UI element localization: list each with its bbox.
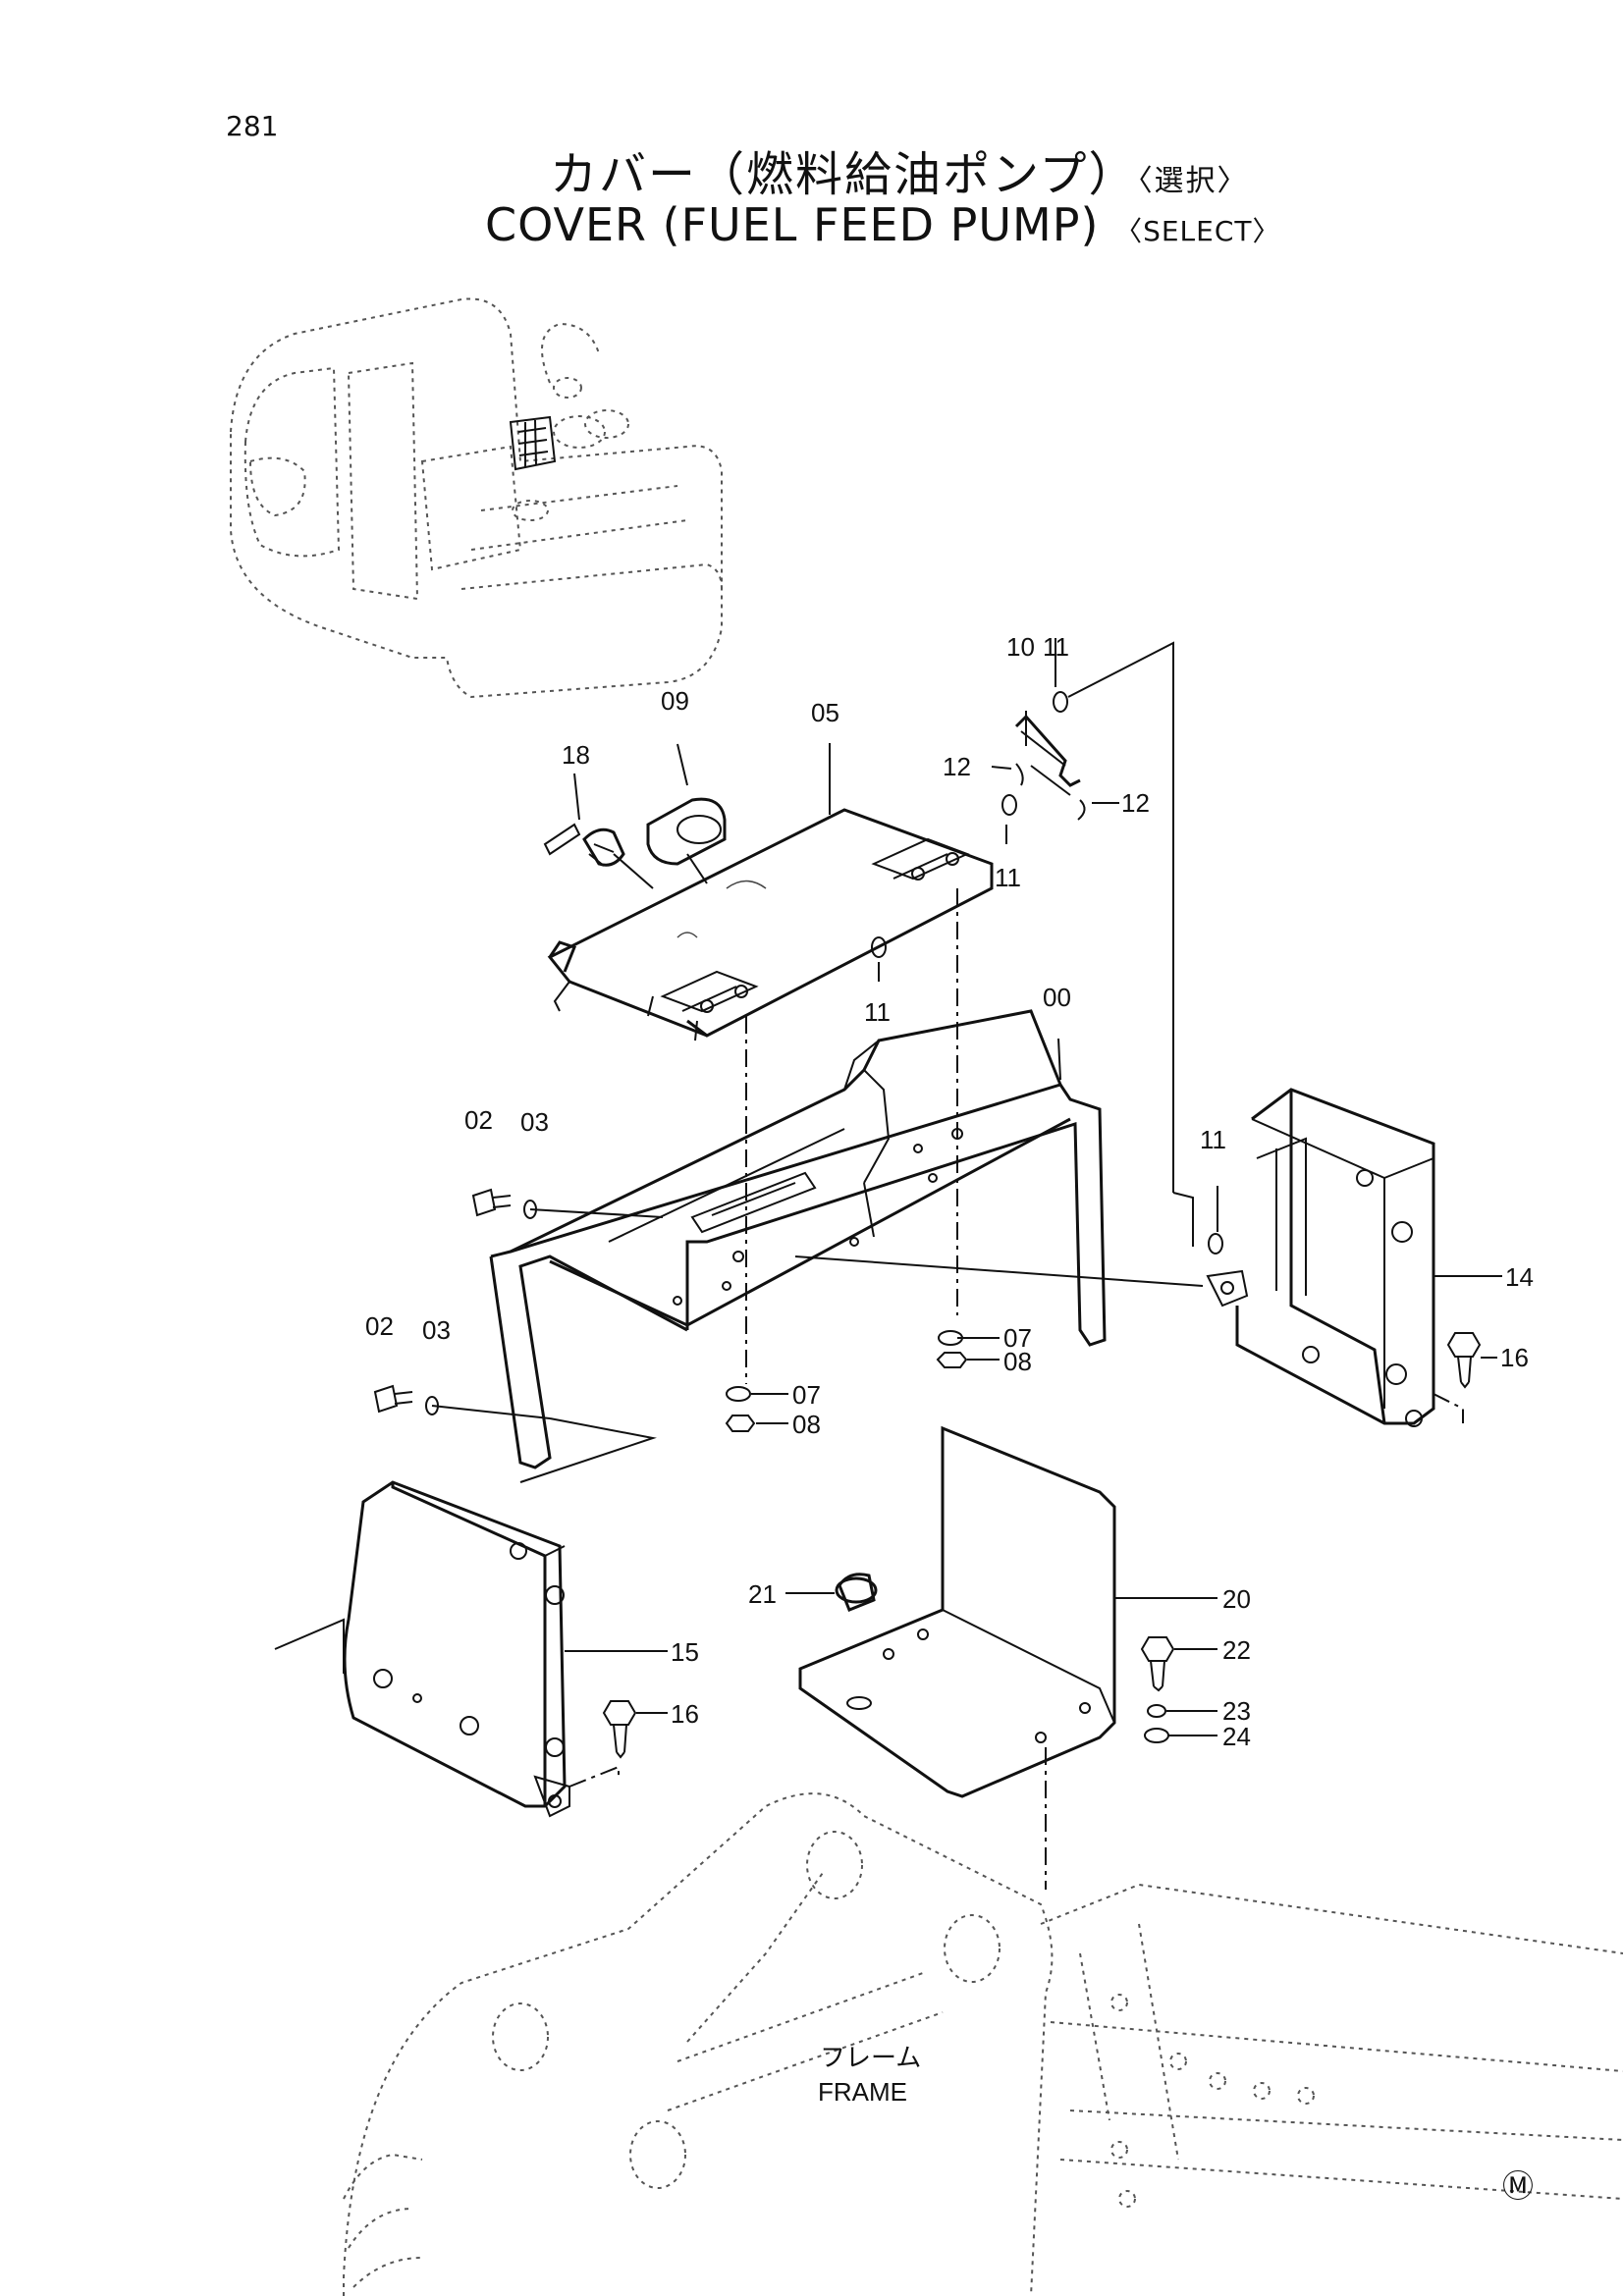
label-11: 11 xyxy=(995,863,1021,892)
label-08: 08 xyxy=(1003,1347,1032,1376)
title-english-text: COVER (FUEL FEED PUMP) xyxy=(485,198,1100,251)
page-number: 281 xyxy=(226,110,279,142)
label-18: 18 xyxy=(562,740,590,770)
leader-lines xyxy=(274,638,1502,1890)
label-07: 07 xyxy=(1003,1323,1032,1353)
label-03: 03 xyxy=(520,1107,549,1137)
part-09-rubber-grommet xyxy=(646,797,727,884)
label-12: 12 xyxy=(1121,788,1150,818)
title-japanese: カバー（燃料給油ポンプ）〈選択〉 xyxy=(550,135,1249,204)
frame-label-japanese: フレーム xyxy=(820,2043,921,2072)
title-english-select: 〈SELECT〉 xyxy=(1114,215,1281,247)
part-labels: 11 10 12 12 11 11 05 09 18 00 02 03 02 0… xyxy=(365,632,1534,2204)
label-20: 20 xyxy=(1222,1584,1251,1614)
frame-illustration xyxy=(343,1792,1623,2296)
label-24: 24 xyxy=(1222,1722,1251,1751)
part-18-fastener xyxy=(543,823,654,889)
part-11-washers xyxy=(871,691,1223,1255)
part-20-l-bracket xyxy=(798,1425,1116,1798)
label-03: 03 xyxy=(422,1315,451,1345)
label-16: 16 xyxy=(1500,1343,1529,1372)
label-11: 11 xyxy=(864,997,891,1027)
bolts-and-washers xyxy=(373,1188,1482,1759)
label-15: 15 xyxy=(671,1637,699,1667)
part-14-right-bracket xyxy=(1206,1088,1435,1427)
label-00: 00 xyxy=(1043,983,1071,1012)
part-00-main-cover xyxy=(489,1009,1107,1469)
label-16: 16 xyxy=(671,1699,699,1729)
title-japanese-text: カバー（燃料給油ポンプ） xyxy=(550,147,1138,202)
label-09: 09 xyxy=(661,686,689,716)
label-07: 07 xyxy=(792,1380,821,1410)
label-05: 05 xyxy=(811,698,839,727)
part-15-left-bracket xyxy=(343,1480,570,1818)
label-02: 02 xyxy=(365,1311,394,1341)
label-23: 23 xyxy=(1222,1696,1251,1726)
label-22: 22 xyxy=(1222,1635,1251,1665)
part-21-plug xyxy=(835,1573,878,1612)
title-japanese-select: 〈選択〉 xyxy=(1137,164,1249,198)
label-21: 21 xyxy=(748,1579,777,1609)
label-02: 02 xyxy=(464,1105,493,1135)
excavator-overview-illustration xyxy=(230,297,723,699)
corner-mark: Ⓜ xyxy=(1502,2168,1534,2204)
label-11: 11 xyxy=(1200,1125,1226,1154)
frame-label-english: FRAME xyxy=(818,2077,907,2107)
label-08: 08 xyxy=(792,1410,821,1439)
label-10: 10 xyxy=(1006,632,1035,662)
part-05-top-lid xyxy=(547,808,994,1041)
part-10-rod xyxy=(1014,714,1081,796)
label-11: 11 xyxy=(1043,632,1069,662)
label-12: 12 xyxy=(943,752,971,781)
label-14: 14 xyxy=(1505,1262,1534,1292)
title-english: COVER (FUEL FEED PUMP) 〈SELECT〉 xyxy=(485,198,1280,251)
part-12-pins xyxy=(1015,763,1086,821)
